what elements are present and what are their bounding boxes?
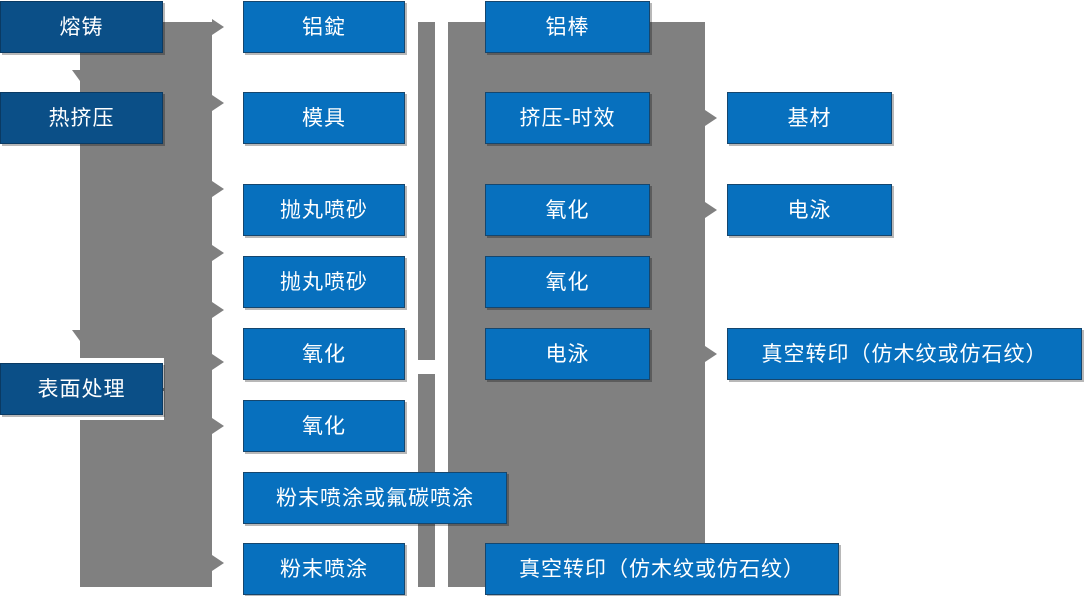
stage-melt-cast[interactable]: 熔铸	[0, 1, 163, 53]
output-base-material-label: 基材	[787, 106, 832, 130]
stage-down-arrow-2	[72, 330, 88, 341]
mid-gap-lower	[418, 360, 448, 374]
mid-rung-5	[435, 303, 448, 358]
surface-stage-connector	[160, 388, 212, 391]
stage-hot-extrude[interactable]: 热挤压	[0, 92, 163, 144]
mid-rung-2	[435, 104, 448, 181]
mid-rung-7	[435, 552, 448, 587]
step-aluminum-bar[interactable]: 铝棒	[485, 1, 650, 53]
mid-bracket-arrow-1	[705, 110, 717, 126]
step-extrude-aging-label: 挤压-时效	[519, 106, 616, 130]
output-electrophoresis[interactable]: 电泳	[727, 184, 892, 236]
mid-bracket-arrow-2	[705, 202, 717, 218]
left-bracket-arrow-5	[212, 302, 224, 318]
left-bracket-arrow-4	[212, 245, 224, 261]
step-electrophoresis-1-label: 电泳	[545, 342, 590, 366]
step-oxidation-4[interactable]: 氧化	[485, 256, 650, 308]
step-powder-or-fluorocarbon[interactable]: 粉末喷涂或氟碳喷涂	[243, 472, 507, 524]
step-shot-blast-2[interactable]: 抛丸喷砂	[243, 256, 405, 308]
step-oxidation-1-label: 氧化	[302, 342, 346, 366]
output-vacuum-transfer[interactable]: 真空转印（仿木纹或仿石纹）	[727, 328, 1082, 380]
output-electrophoresis-label: 电泳	[787, 198, 832, 222]
step-aluminum-bar-label: 铝棒	[545, 15, 590, 39]
mid-bracket-arrow-3	[705, 346, 717, 362]
stage-surface-treatment-label: 表面处理	[37, 377, 126, 401]
mid-bracket-left-rail	[418, 22, 435, 587]
left-bracket-arrow-6	[212, 354, 224, 370]
step-vacuum-transfer-1[interactable]: 真空转印（仿木纹或仿石纹）	[485, 543, 839, 595]
step-oxidation-3-label: 氧化	[545, 198, 590, 222]
step-oxidation-3[interactable]: 氧化	[485, 184, 650, 236]
step-shot-blast-1[interactable]: 抛丸喷砂	[243, 184, 405, 236]
step-shot-blast-1-label: 抛丸喷砂	[280, 198, 368, 222]
step-oxidation-1[interactable]: 氧化	[243, 328, 405, 380]
step-die-label: 模具	[302, 106, 346, 130]
step-electrophoresis-1[interactable]: 电泳	[485, 328, 650, 380]
mid-rung-1	[435, 22, 448, 102]
step-extrude-aging[interactable]: 挤压-时效	[485, 92, 650, 144]
step-aluminum-ingot[interactable]: 铝錠	[243, 1, 405, 53]
step-aluminum-ingot-label: 铝錠	[302, 15, 346, 39]
left-bracket-arrow-2	[212, 95, 224, 111]
output-base-material[interactable]: 基材	[727, 92, 892, 144]
step-powder-or-fluorocarbon-label: 粉末喷涂或氟碳喷涂	[276, 486, 474, 510]
step-oxidation-2-label: 氧化	[302, 414, 346, 438]
step-vacuum-transfer-1-label: 真空转印（仿木纹或仿石纹）	[519, 557, 805, 581]
stage-surface-treatment[interactable]: 表面处理	[0, 363, 163, 415]
left-bracket-arrow-3	[212, 181, 224, 197]
stage-hot-extrude-label: 热挤压	[48, 106, 115, 130]
step-oxidation-4-label: 氧化	[545, 270, 590, 294]
left-bracket-arrow-1	[212, 19, 224, 35]
step-powder-coating-label: 粉末喷涂	[280, 557, 368, 581]
step-shot-blast-2-label: 抛丸喷砂	[280, 270, 368, 294]
left-bracket-arrow-7	[212, 418, 224, 434]
step-die[interactable]: 模具	[243, 92, 405, 144]
mid-rung-3	[435, 183, 448, 241]
mid-rung-4	[435, 243, 448, 301]
step-oxidation-2[interactable]: 氧化	[243, 400, 405, 452]
output-vacuum-transfer-label: 真空转印（仿木纹或仿石纹）	[761, 342, 1048, 366]
stage-down-arrow-1	[72, 70, 88, 81]
step-powder-coating[interactable]: 粉末喷涂	[243, 543, 405, 595]
left-bracket-arrow-8	[212, 555, 224, 571]
stage-melt-cast-label: 熔铸	[59, 15, 104, 39]
